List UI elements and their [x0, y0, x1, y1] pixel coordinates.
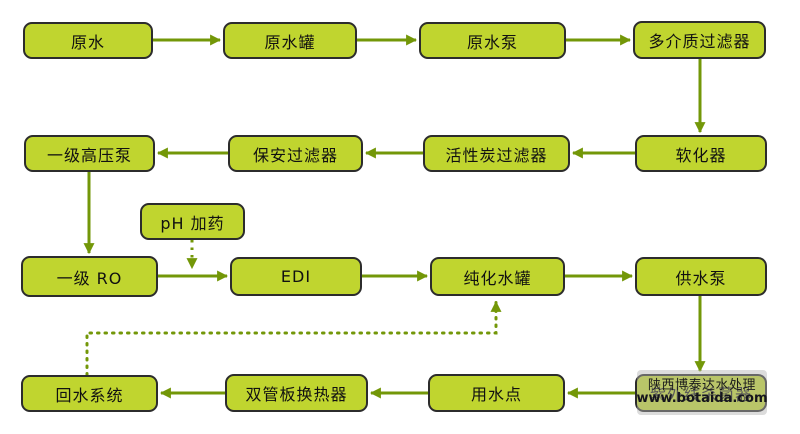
watermark: 陕西博泰达水处理 www.botaida.com [636, 370, 768, 415]
node-multi-media-filter: 多介质过滤器 [633, 21, 766, 59]
node-raw-water-tank: 原水罐 [223, 22, 357, 59]
connector-return-recirculation-dotted [85, 300, 502, 377]
node-first-stage-high-pressure-pump: 一级高压泵 [24, 135, 155, 172]
node-first-stage-ro: 一级 RO [21, 256, 158, 297]
node-uv-sterilizer: 紫外线杀菌器 [635, 374, 767, 412]
node-raw-water-pump: 原水泵 [419, 22, 566, 59]
node-return-water-system: 回水系统 [21, 375, 158, 412]
node-ph-dosing: pH 加药 [140, 203, 245, 240]
node-cartridge-filter: 保安过滤器 [228, 135, 363, 172]
node-double-tube-sheet-heat-exchanger: 双管板换热器 [225, 374, 368, 412]
node-purified-water-tank: 纯化水罐 [430, 257, 565, 296]
node-supply-pump: 供水泵 [635, 257, 767, 296]
node-activated-carbon-filter: 活性炭过滤器 [423, 135, 570, 172]
node-softener: 软化器 [635, 135, 767, 172]
watermark-url: www.botaida.com [636, 390, 768, 406]
node-edi: EDI [230, 257, 362, 296]
watermark-company: 陕西博泰达水处理 [647, 378, 756, 394]
node-raw-water: 原水 [23, 22, 153, 59]
node-water-use-point: 用水点 [428, 374, 565, 412]
